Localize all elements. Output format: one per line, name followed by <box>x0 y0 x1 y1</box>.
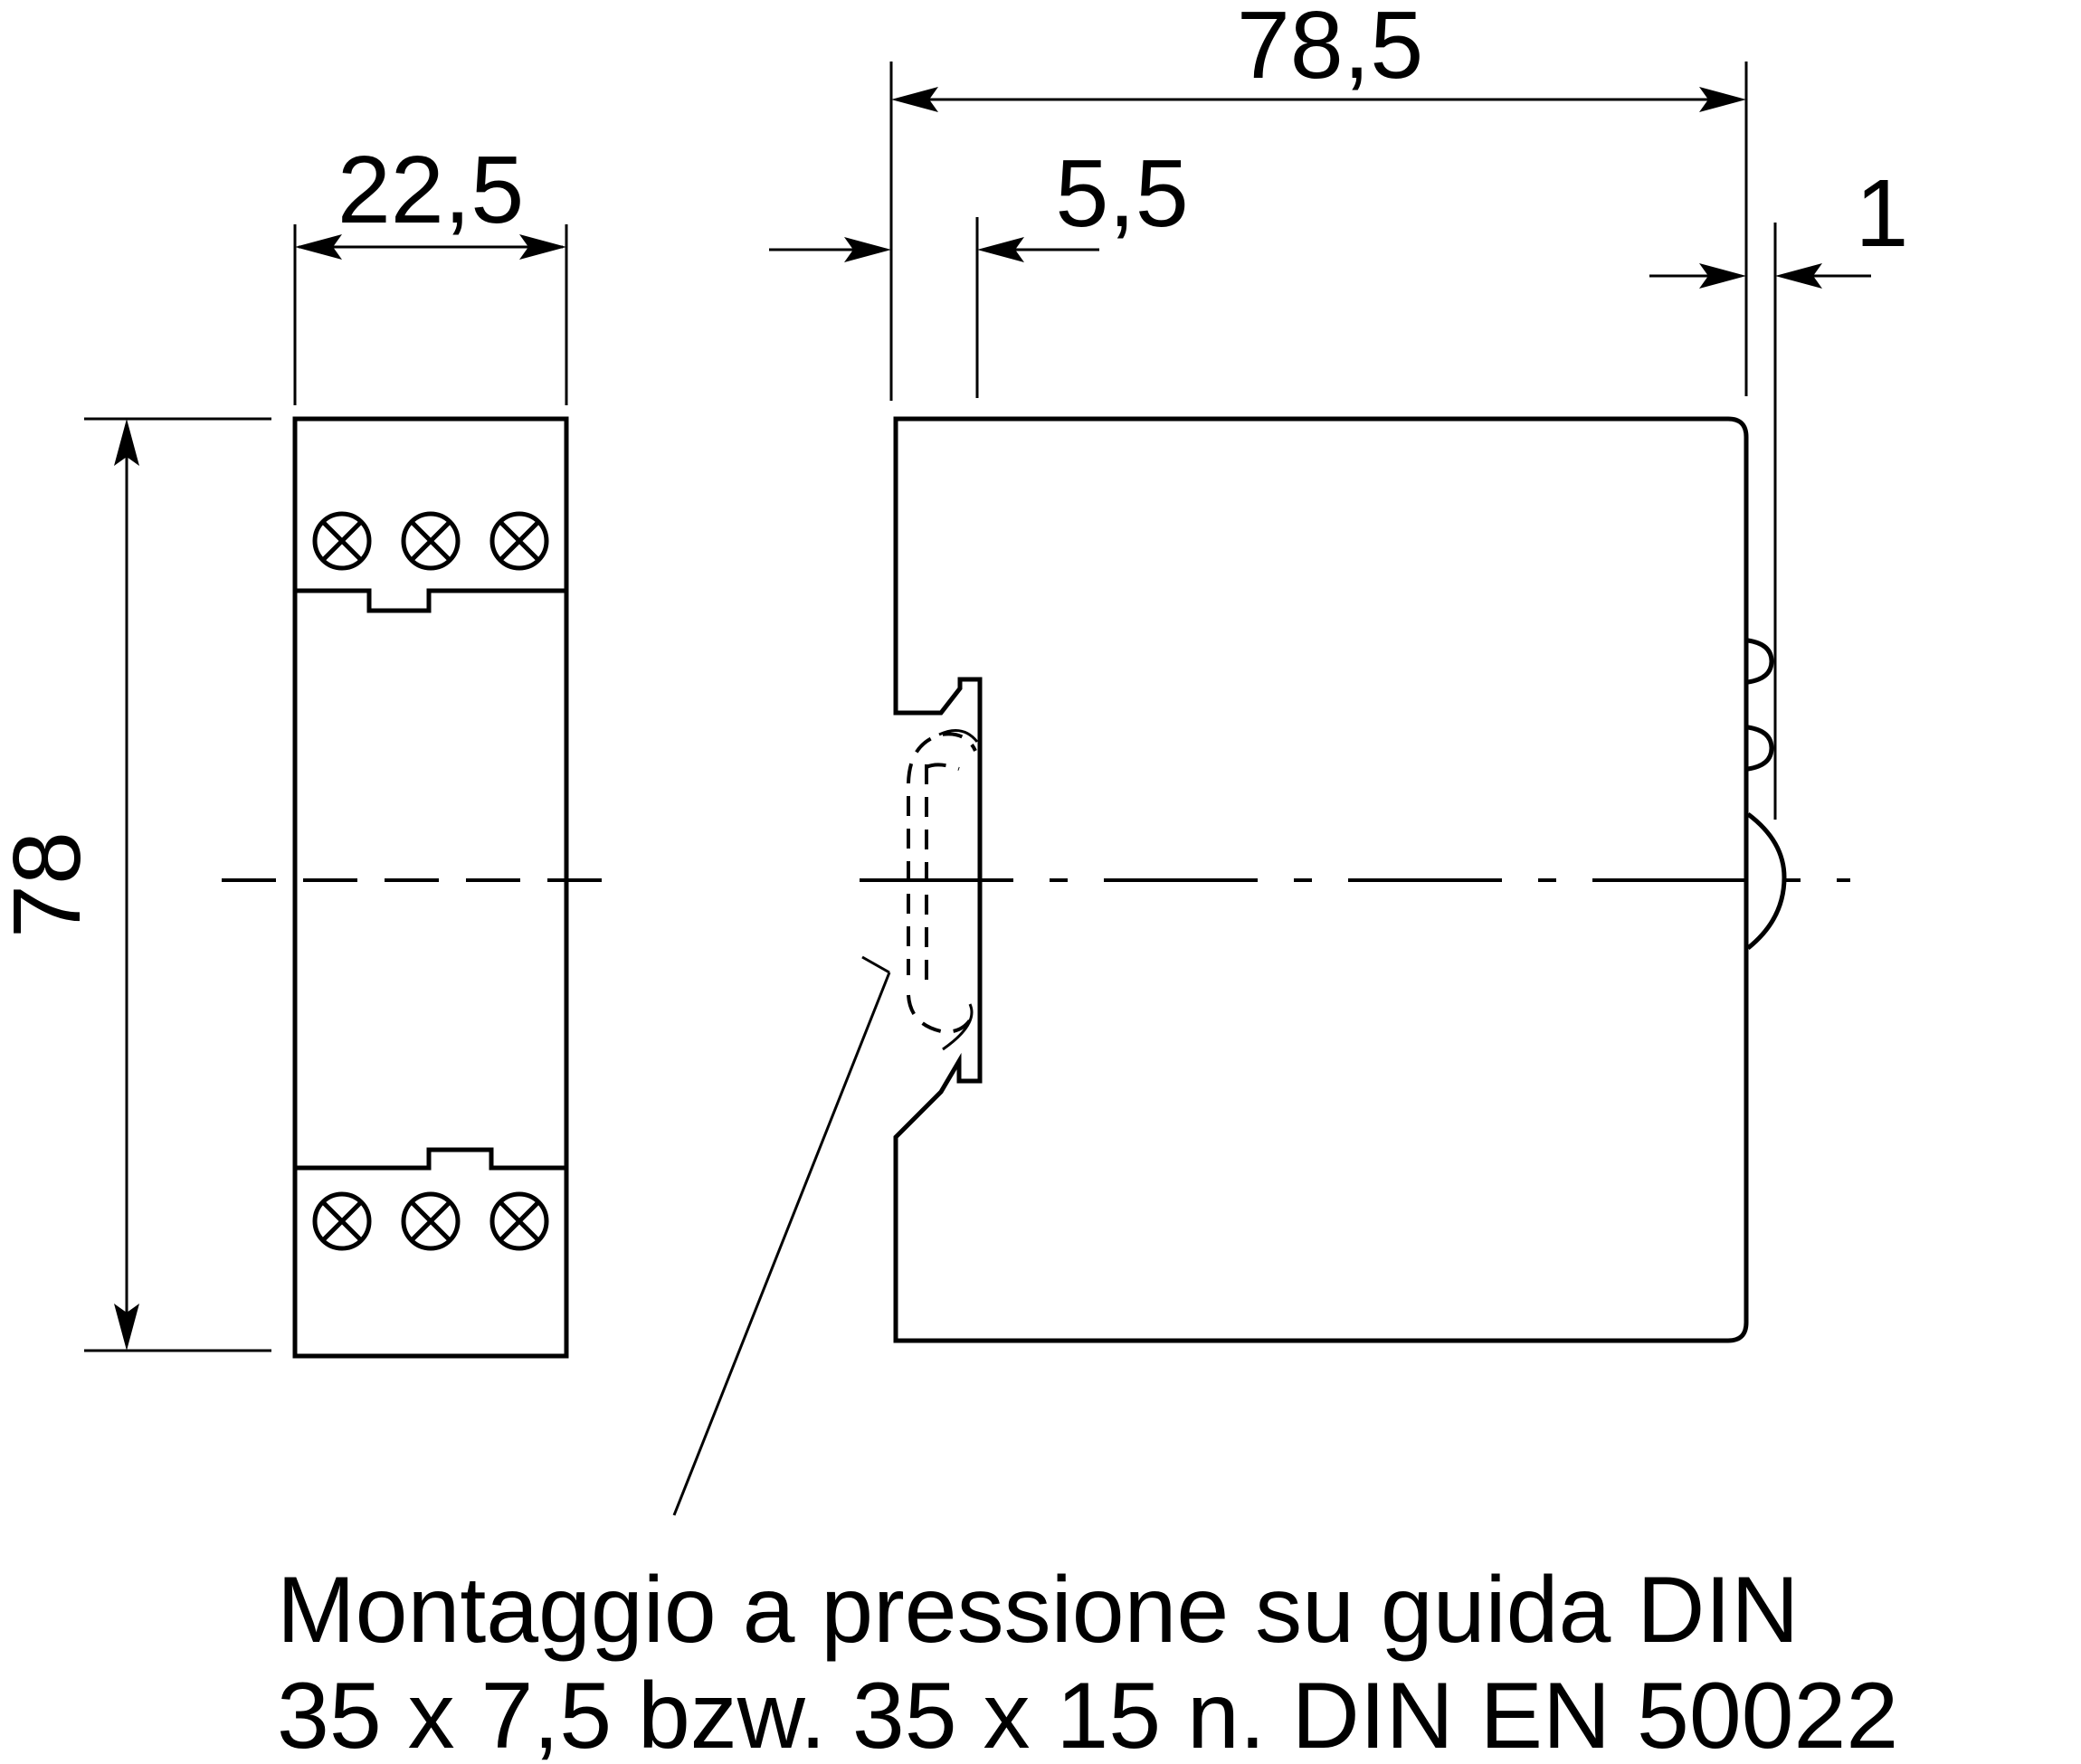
caption-line-1: Montaggio a pressione su guida DIN <box>277 1558 1799 1663</box>
cross-circle-icon <box>401 1191 461 1251</box>
dimension-front-protrusion-label: 1 <box>1856 160 1909 267</box>
led-icon <box>1747 638 1774 685</box>
side-view <box>860 223 1850 1343</box>
cross-circle-icon <box>401 511 461 571</box>
top-terminals <box>312 511 549 571</box>
cross-circle-icon <box>312 511 372 571</box>
dimension-front-width-label: 22,5 <box>337 137 524 243</box>
front-view-body <box>292 416 569 1359</box>
front-view <box>222 416 612 1359</box>
front-knobs <box>1746 223 1787 950</box>
side-view-body <box>893 416 1749 1343</box>
caption-leader <box>672 955 891 1516</box>
dimension-front-width: 22,5 <box>293 137 568 405</box>
led-icon <box>1747 725 1774 772</box>
bottom-terminals <box>312 1191 549 1251</box>
din-rail-clip <box>907 729 979 1051</box>
cross-circle-icon <box>489 1191 549 1251</box>
bottom-terminal-block-edge <box>295 1147 566 1171</box>
dimension-height-label: 78 <box>0 831 100 938</box>
dimension-side-depth-label: 78,5 <box>1237 0 1423 99</box>
dimension-rail-offset: 5,5 <box>769 140 1189 398</box>
top-terminal-block-edge <box>295 588 566 613</box>
dimension-height: 78 <box>0 417 271 1352</box>
potentiometer-knob-icon <box>1746 812 1787 950</box>
dimension-side-depth: 78,5 <box>889 0 1748 401</box>
dimension-rail-offset-label: 5,5 <box>1055 140 1188 247</box>
caption-line-2: 35 x 7,5 bzw. 35 x 15 n. DIN EN 50022 <box>277 1664 1898 1764</box>
cross-circle-icon <box>489 511 549 571</box>
cross-circle-icon <box>312 1191 372 1251</box>
dimension-front-protrusion: 1 <box>1649 160 1908 289</box>
